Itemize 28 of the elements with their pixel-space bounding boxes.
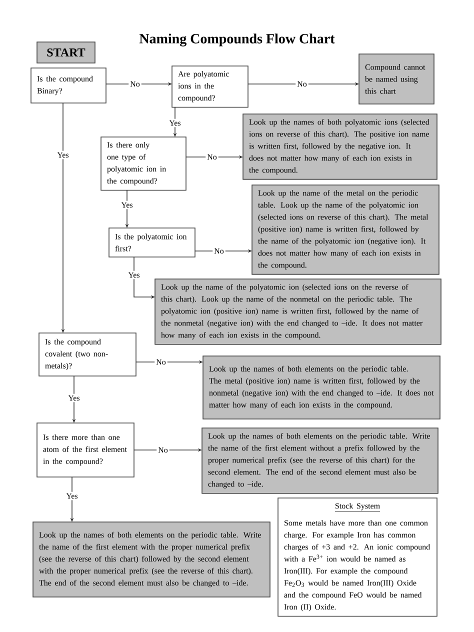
process-box: Look up the names of both elements on the periodic table. Write the name of the first element without a prefix followed by the proper numerical prefix (see the reverse of this chart) for the second element. The end of the second element must also be changed to –ide. — [202, 428, 438, 494]
note-box: Stock System Some metals have more than one common charge. For example Iron has common charges of +3 and +2. An ionic compound with a Fe$^{3+}$ ion would be named as Iron(III). For example the compound Fe$_{2}$O$_{3}$ would be named Iron(III) Oxide and the compound FeO would be named Iron (II) Oxide. — [278, 498, 438, 617]
edge-label: No — [206, 152, 218, 162]
start-box: START — [36, 42, 96, 64]
edge-label: Yes — [168, 118, 182, 128]
decision-box: Is the polyatomic ion first? — [108, 228, 196, 258]
edge-label: No — [296, 80, 308, 88]
title: Naming Compounds Flow Chart — [139, 34, 335, 46]
process-box: Look up the names of both elements on the periodic table. Write the name of the first element with the proper numerical prefix (see the reverse of this chart) followed by the second element with the proper numerical prefix (see the reverse of this chart). The end of the second element must also be changed to –ide. — [32, 522, 270, 598]
edge-label: Yes — [66, 394, 82, 402]
edge-label: No — [156, 446, 170, 454]
edge-label: Yes — [126, 270, 142, 280]
process-box: Compound cannot be named using this chart — [358, 54, 434, 104]
process-box: Look up the names of both elements on the periodic table. The metal (positive ion) name is written first, followed by the nonmetal (negative ion) with the end changed to –ide. It does not matter how many of each ion exists in the compound. — [202, 356, 440, 420]
process-box: Look up the name of the metal on the periodic table. Look up the name of the polyatomic ion (selected ions on reverse of this chart). The metal (positive ion) name is written first, followed by the name of the polyatomic ion (negative ion). It does not matter how many of each ion exists in the compound. — [252, 184, 440, 275]
edge-label: Yes — [56, 150, 70, 160]
decision-box: Is there only one type of polyatomic ion in the compound? — [100, 136, 186, 191]
decision-box: Is the compound covalent (two non-metals)? — [38, 332, 136, 376]
edge-label: Yes — [64, 492, 80, 500]
edge-label: Yes — [120, 200, 134, 210]
process-box: Look up the names of both polyatomic ions (selected ions on reverse of this chart). The positive ion name is written first, followed by the negative ion. It does not matter how many of each ion exists in the compound. — [242, 114, 438, 180]
decision-box: Is there more than one atom of the first element in the compound? — [36, 422, 134, 478]
edge-label: No — [154, 358, 168, 366]
decision-box: Are polyatomic ions in the compound? — [172, 66, 248, 108]
process-box: Look up the name of the polyatomic ion (selected ions on the reverse of this chart). Look up the name of the nonmetal on the periodic table. The polyatomic ion (positive ion) name is written first, followed by the name of the nonmetal (negative ion) with the end changed to –ide. It does not matter how many of each ion exists in the compound. — [154, 278, 442, 345]
decision-box: Is the compound Binary? — [30, 68, 106, 104]
edge-label: No — [212, 246, 226, 256]
edge-label: No — [128, 80, 142, 88]
